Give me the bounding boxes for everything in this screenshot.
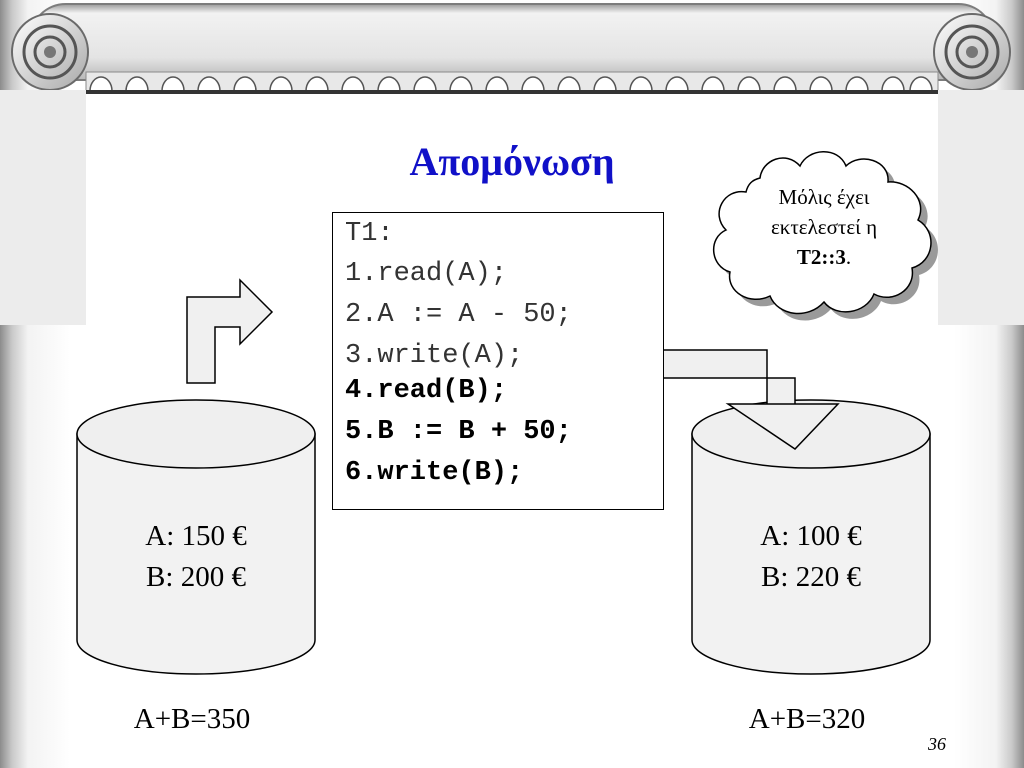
cloud-line-suffix: .: [845, 245, 852, 269]
left-sum: A+B=350: [133, 703, 251, 735]
cloud-line: εκτελεστεί η: [770, 215, 878, 239]
transaction-header: T1:: [345, 219, 394, 249]
transaction-step-bold: 4.read(B);: [345, 376, 508, 406]
cloud-line: Μόλις έχει: [778, 185, 870, 209]
column-right: [938, 90, 1024, 325]
column-left: [0, 90, 86, 325]
cloud-line: T2::3.: [738, 242, 910, 272]
bent-down-arrow-icon: [614, 349, 840, 450]
thought-cloud: [712, 151, 938, 321]
cloud-text: Μόλις έχει εκτελεστεί η T2::3.: [738, 182, 910, 272]
volute-right-icon: [933, 13, 1011, 91]
page-number: 36: [928, 734, 946, 754]
right-sum: A+B=320: [748, 703, 866, 735]
right-db-value-a: A: 100 €: [760, 520, 862, 552]
transaction-code-box: T1: 1.read(A); 2.A := A - 50; 3.write(A)…: [332, 212, 664, 510]
right-db-value-b: B: 220 €: [761, 561, 861, 593]
left-db-value-b: B: 200 €: [146, 561, 246, 593]
transaction-step-bold: 5.B := B + 50;: [345, 417, 572, 447]
transaction-step: 2.A := A - 50;: [345, 300, 572, 330]
transaction-step-bold: 6.write(B);: [345, 458, 524, 488]
ionic-capital-ornament: [11, 3, 1011, 94]
slide-title: Απομόνωση: [409, 139, 615, 184]
cloud-line-bold: T2::3: [796, 245, 846, 269]
transaction-step: 1.read(A);: [345, 259, 508, 289]
transaction-step: 3.write(A);: [345, 341, 524, 371]
left-database-cylinder: [76, 399, 316, 675]
bent-arrow-icon: [186, 278, 274, 384]
right-database-cylinder: [691, 399, 931, 675]
left-db-value-a: A: 150 €: [145, 520, 247, 552]
volute-left-icon: [11, 13, 89, 91]
